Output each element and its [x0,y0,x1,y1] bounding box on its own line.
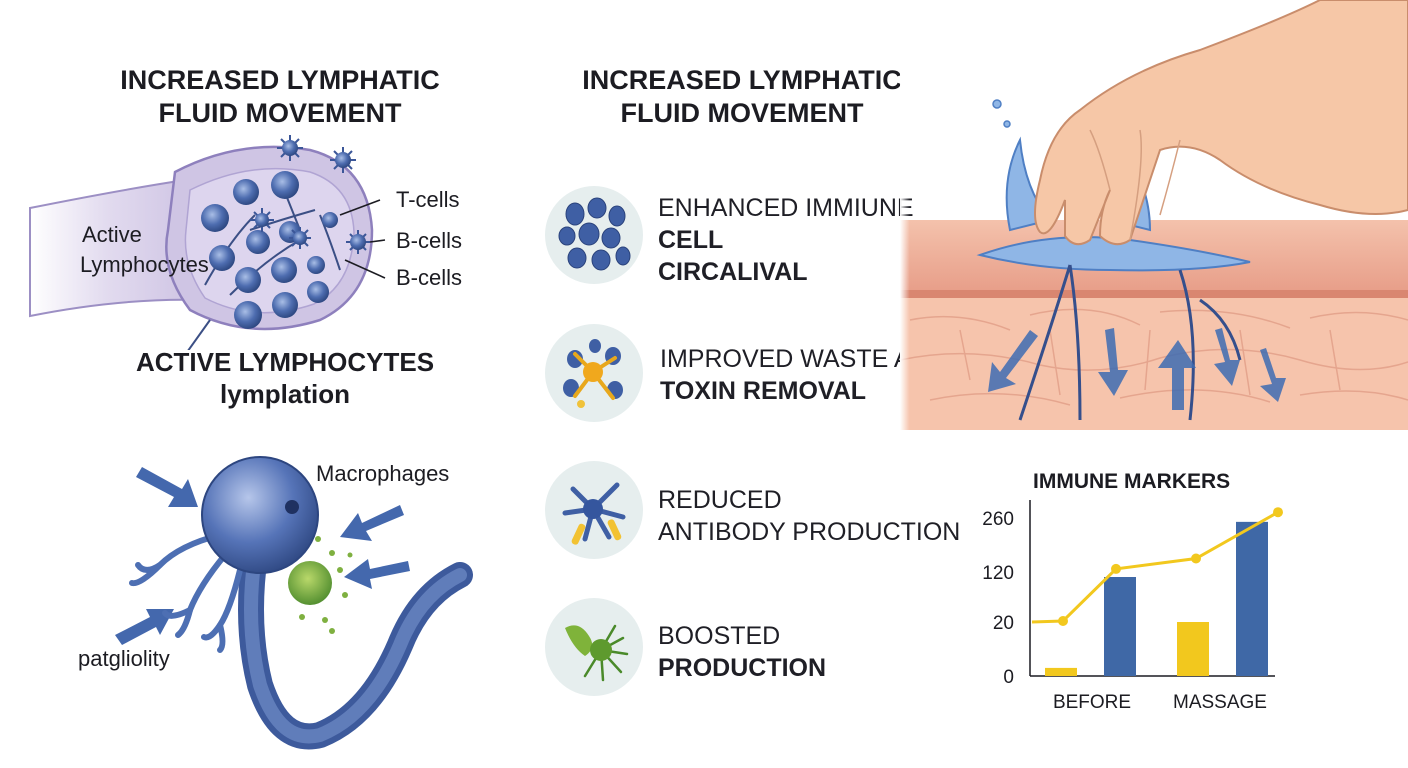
benefit-immune-survival: ENHANCED IMMIUNE CELL CIRCALIVAL [658,194,914,286]
x-category-label: BEFORE [1053,692,1131,713]
y-tick-label: 260 [982,509,1014,530]
chart-title: IMMUNE MARKERS [1033,470,1231,493]
macrophages-label: Macrophages [316,461,450,486]
bar-massage-1 [1236,521,1268,676]
bar-before-1 [1104,577,1136,676]
green-cell-icon [545,598,643,696]
bar-massage-0 [1177,622,1209,676]
patgliolity-label: patgliolity [78,646,170,671]
b-cells-label-1: B-cells [396,228,463,253]
y-tick-label: 20 [993,613,1014,634]
trend-point [1058,616,1068,626]
trend-point [1191,553,1201,564]
t-cells-label: T-cells [396,187,460,212]
macrophage-illustration [115,456,473,750]
left-title-line1: INCREASED LYMPHATIC [120,65,440,95]
middle-title-line2: FLUID MOVEMENT [620,98,864,128]
antibody-icon [545,461,643,559]
left-title: INCREASED LYMPHATIC FLUID MOVEMENT [90,64,470,130]
b-cells-label-2: B-cells [396,265,463,290]
y-tick-label: 0 [1003,667,1014,688]
middle-title: INCREASED LYMPHATIC FLUID MOVEMENT [552,64,932,130]
lymph-node-illustration [29,135,386,350]
benefit-waste-removal: IMPROVED WASTE AND TOXIN REMOVAL [660,345,947,405]
trend-point [1111,563,1121,574]
left-title-line2: FLUID MOVEMENT [158,98,402,128]
bar-before-0 [1045,667,1077,676]
trend-point [1273,507,1283,518]
active-lymphocytes-caption: ACTIVE LYMPHOCYTES lymplation [135,347,435,409]
active-lymphocytes-label: Active Lymphocytes [80,222,209,277]
middle-title-line1: INCREASED LYMPHATIC [582,65,902,95]
waste-removal-icon [545,324,643,422]
immune-markers-chart: 0 20 120 260 BEFORE MASSAGE [982,500,1283,713]
x-category-label: MASSAGE [1173,692,1267,713]
immune-cells-icon [545,186,643,284]
benefit-antibody-production: REDUCED ANTIBODY PRODUCTION [658,486,961,546]
y-tick-label: 120 [982,563,1014,584]
massage-skin-illustration [900,0,1408,430]
benefit-boosted-production: BOOSTED PRODUCTION [658,622,827,682]
